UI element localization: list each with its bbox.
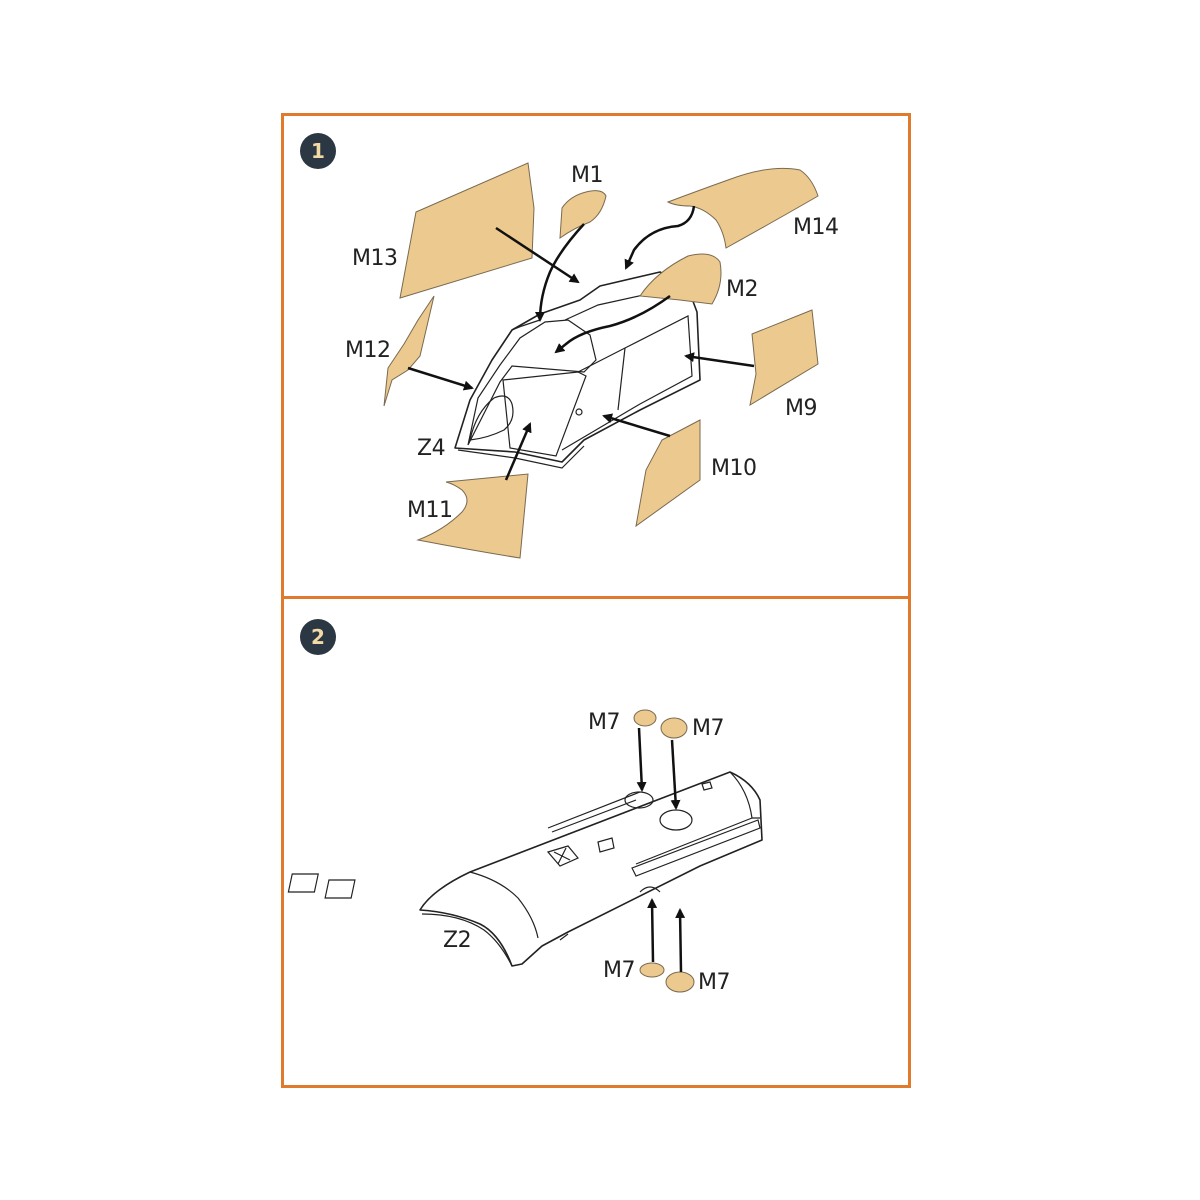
label-m13: M13 bbox=[352, 246, 398, 271]
label-m7-top-left: M7 bbox=[588, 710, 620, 735]
step-divider bbox=[281, 596, 911, 599]
fuselage-part-z2 bbox=[287, 771, 763, 967]
step-2-arrows bbox=[636, 727, 686, 973]
mask-m13 bbox=[399, 162, 535, 299]
label-m12: M12 bbox=[345, 338, 391, 363]
instruction-frame bbox=[281, 113, 911, 1088]
label-m14: M14 bbox=[793, 215, 839, 240]
label-m7-top-right: M7 bbox=[692, 716, 724, 741]
label-m10: M10 bbox=[711, 456, 757, 481]
label-z2: Z2 bbox=[443, 928, 472, 953]
mask-m7-bottom-right bbox=[665, 971, 695, 993]
mask-m7-top-right bbox=[660, 717, 688, 739]
mask-m1 bbox=[559, 190, 607, 240]
mask-m7-bottom-left bbox=[639, 962, 665, 978]
label-m7-bottom-left: M7 bbox=[603, 958, 635, 983]
mask-m9 bbox=[749, 309, 819, 407]
label-m2: M2 bbox=[726, 277, 758, 302]
mask-m10 bbox=[635, 419, 701, 528]
mask-m2 bbox=[639, 253, 722, 305]
label-m1: M1 bbox=[571, 163, 603, 188]
step-2-badge: 2 bbox=[300, 619, 336, 655]
step-1-badge: 1 bbox=[300, 133, 336, 169]
step-2-number: 2 bbox=[311, 625, 325, 649]
mask-m7-top-left bbox=[633, 709, 657, 727]
step-1-arrows bbox=[407, 205, 755, 481]
mask-m12 bbox=[383, 295, 435, 407]
label-z4: Z4 bbox=[417, 436, 446, 461]
label-m9: M9 bbox=[785, 396, 817, 421]
mask-m11 bbox=[416, 473, 529, 559]
label-m11: M11 bbox=[407, 498, 453, 523]
step-1-number: 1 bbox=[311, 139, 325, 163]
label-m7-bottom-right: M7 bbox=[698, 970, 730, 995]
